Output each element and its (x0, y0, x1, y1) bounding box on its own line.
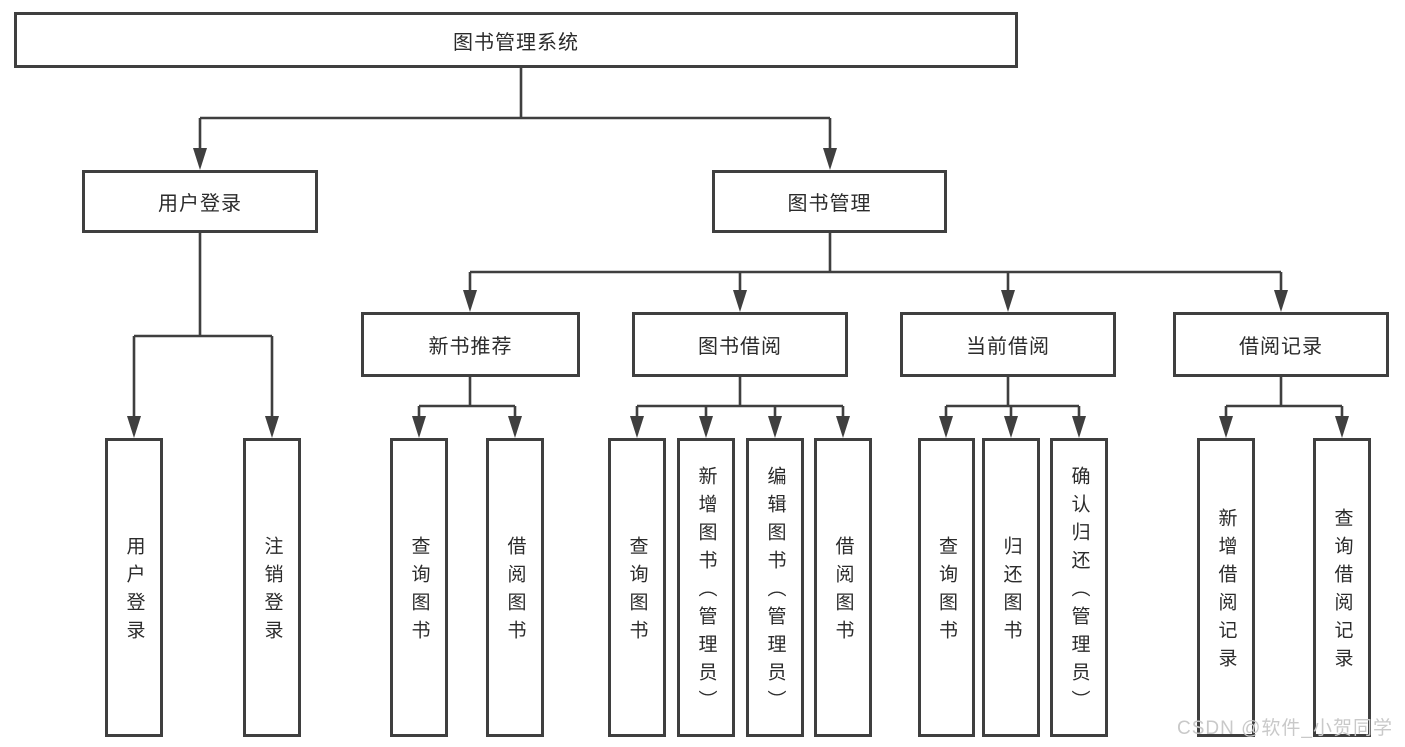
leaf-borrow-books-borrowing-label: 借阅图书 (832, 536, 854, 648)
node-book-borrowing: 图书借阅 (632, 312, 848, 377)
leaf-borrow-books-recommend: 借阅图书 (486, 438, 544, 737)
leaf-query-books-current-label: 查询图书 (936, 536, 957, 648)
leaf-edit-books-admin: 编辑图书（管理员） (746, 438, 804, 737)
leaf-query-books-borrowing-label: 查询图书 (626, 536, 648, 648)
leaf-add-books-admin: 新增图书（管理员） (677, 438, 735, 737)
leaf-borrow-books-recommend-label: 借阅图书 (504, 536, 526, 648)
node-root-system: 图书管理系统 (14, 12, 1018, 68)
edge-current-borrowing-to-leaves (939, 377, 1086, 438)
leaf-user-login: 用户登录 (105, 438, 163, 737)
edge-book-management-to-level3 (463, 233, 1288, 312)
leaf-query-borrow-record: 查询借阅记录 (1313, 438, 1371, 737)
edge-book-borrowing-to-leaves (630, 377, 850, 438)
node-borrowing-records: 借阅记录 (1173, 312, 1389, 377)
leaf-logout-label: 注销登录 (261, 536, 283, 648)
node-current-borrowing-label: 当前借阅 (966, 336, 1050, 358)
node-new-book-recommend-label: 新书推荐 (428, 336, 513, 358)
node-new-book-recommend: 新书推荐 (361, 312, 580, 377)
leaf-add-books-admin-label: 新增图书（管理员） (695, 466, 717, 718)
leaf-borrow-books-borrowing: 借阅图书 (814, 438, 872, 737)
leaf-edit-books-admin-label: 编辑图书（管理员） (764, 466, 786, 718)
leaf-logout: 注销登录 (243, 438, 301, 737)
leaf-query-books-current: 查询图书 (918, 438, 975, 737)
leaf-user-login-label: 用户登录 (123, 536, 145, 648)
edge-borrowing-records-to-leaves (1219, 377, 1349, 438)
node-book-management-label: 图书管理 (787, 193, 872, 215)
leaf-confirm-return-admin-label: 确认归还（管理员） (1068, 466, 1090, 718)
node-user-login: 用户登录 (82, 170, 318, 233)
leaf-return-books: 归还图书 (982, 438, 1040, 737)
node-user-login-label: 用户登录 (158, 193, 242, 215)
leaf-return-books-label: 归还图书 (1000, 536, 1022, 648)
leaf-query-books-borrowing: 查询图书 (608, 438, 666, 737)
csdn-watermark: CSDN @软件_小贺同学 (1177, 718, 1393, 739)
node-book-borrowing-label: 图书借阅 (698, 336, 782, 358)
leaf-add-borrow-record-label: 新增借阅记录 (1215, 508, 1237, 676)
leaf-confirm-return-admin: 确认归还（管理员） (1050, 438, 1108, 737)
leaf-query-books-recommend-label: 查询图书 (408, 536, 430, 648)
node-current-borrowing: 当前借阅 (900, 312, 1116, 377)
edge-root-to-level2 (193, 68, 837, 170)
leaf-query-books-recommend: 查询图书 (390, 438, 448, 737)
node-root-system-label: 图书管理系统 (453, 31, 579, 54)
node-borrowing-records-label: 借阅记录 (1239, 336, 1323, 358)
leaf-query-borrow-record-label: 查询借阅记录 (1331, 508, 1353, 676)
edge-user-login-to-leaves (127, 233, 279, 438)
edge-new-book-recommend-to-leaves (412, 377, 522, 438)
leaf-add-borrow-record: 新增借阅记录 (1197, 438, 1255, 737)
node-book-management: 图书管理 (712, 170, 947, 233)
